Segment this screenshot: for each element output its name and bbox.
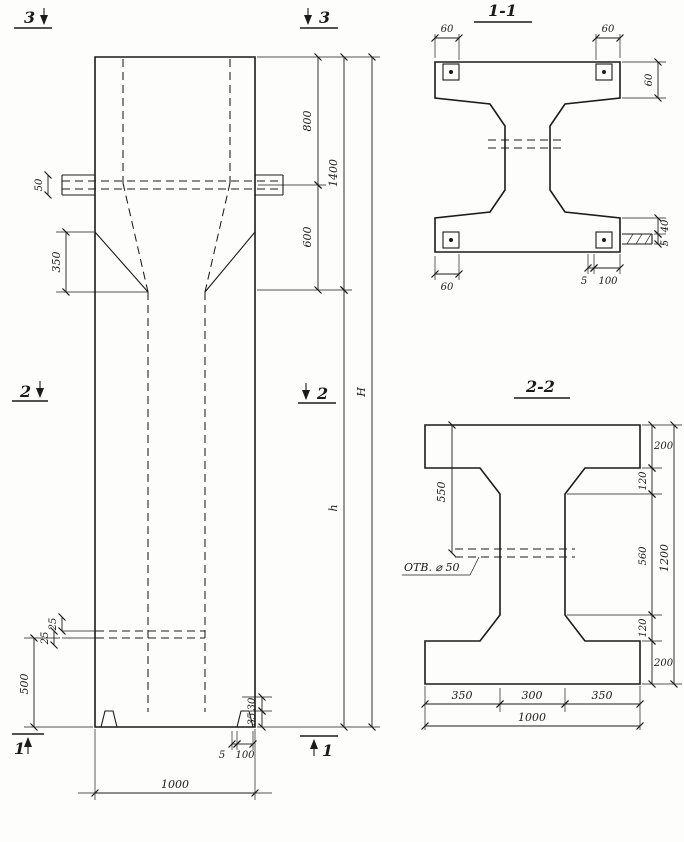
- dim-5-bottom: 5: [581, 276, 587, 287]
- hidden-taper: [204, 182, 231, 293]
- section-2-2-view: 2-2 ОТВ. ⌀ 50 550 200 120 560: [402, 377, 682, 730]
- taper-edge: [204, 231, 256, 293]
- embedded-plate-top-right: [595, 63, 613, 81]
- dim-5-right: 5: [660, 240, 671, 246]
- anchor-dot: [449, 238, 453, 242]
- dim-560: 560: [638, 546, 649, 566]
- elevation-bottom-dim: 1000: [78, 729, 272, 800]
- section-1-1-view: 1-1 60 60: [431, 1, 671, 293]
- dim-h: h: [327, 504, 340, 511]
- dim-350: 350: [50, 252, 63, 273]
- dim-60-top-right: 60: [602, 24, 615, 35]
- dim-200-top: 200: [653, 441, 674, 452]
- dim-5: 5: [219, 750, 225, 761]
- dim-500: 500: [18, 674, 31, 695]
- section-mark-3-left-label: 3: [24, 8, 35, 27]
- dim-H: H: [355, 387, 368, 398]
- anchor-dot: [602, 238, 606, 242]
- dim-30: 30: [247, 697, 258, 710]
- column-outline: [94, 56, 256, 728]
- section-2-2-right-dims: 200 120 560 120 200 1200: [567, 421, 682, 688]
- hole-label: ОТВ. ⌀ 50: [404, 561, 460, 574]
- elevation-right-dims: 800 600 1400 h H: [257, 53, 380, 731]
- section-2-2-bottom-dims: 350 300 350 1000: [421, 686, 644, 730]
- section-mark-2-right-label: 2: [316, 384, 328, 403]
- section-mark-3-right-label: 3: [319, 8, 330, 27]
- section-2-2-outline: [424, 424, 641, 685]
- dim-120-top: 120: [638, 471, 649, 491]
- dim-120-bottom: 120: [638, 618, 649, 638]
- hole-line: [62, 630, 96, 639]
- dim-600: 600: [301, 227, 314, 248]
- dim-300: 300: [522, 689, 543, 702]
- hole-line-hidden: [488, 139, 562, 149]
- dim-100-bottom: 100: [598, 276, 618, 287]
- section-mark-2: 2 2: [12, 381, 336, 404]
- section-1-1-title: 1-1: [488, 1, 517, 20]
- dim-800: 800: [301, 111, 314, 132]
- embedded-plate-bottom-left: [442, 231, 460, 249]
- dim-1400: 1400: [327, 159, 340, 187]
- dim-350-left: 350: [452, 689, 473, 702]
- column-foot-left: [100, 710, 118, 728]
- section-mark-1-left-label: 1: [14, 739, 25, 758]
- taper-edge: [94, 231, 149, 293]
- embedded-plate-bottom-right: [595, 231, 613, 249]
- dim-1000: 1000: [161, 778, 189, 791]
- dim-200-bottom: 200: [653, 658, 674, 669]
- column-foot-right: [236, 710, 254, 728]
- section-1-1-dims: 60 60 60 60 5 100 40: [431, 24, 671, 293]
- elevation-view: 3 3 2 2 1 1 50: [12, 8, 380, 800]
- dim-50: 50: [34, 178, 45, 191]
- section-mark-2-left-label: 2: [19, 382, 31, 401]
- section-mark-1-right-label: 1: [322, 741, 333, 760]
- dim-60-right: 60: [644, 73, 655, 86]
- dim-35: 35: [247, 713, 258, 726]
- hole-line-hidden: [455, 548, 575, 558]
- dim-60-top-left: 60: [441, 24, 454, 35]
- dim-550: 550: [435, 482, 448, 503]
- elevation-left-dims: 50 350 25 25 500: [18, 171, 148, 731]
- ledge-tab-left: [61, 174, 95, 196]
- section-2-2-title: 2-2: [525, 377, 555, 396]
- section-mark-1: 1 1: [12, 733, 338, 760]
- dim-1200: 1200: [658, 544, 671, 572]
- hole-callout: ОТВ. ⌀ 50: [402, 556, 480, 576]
- section-1-1-outline: [434, 61, 621, 253]
- embedded-plate-top-left: [442, 63, 460, 81]
- dim-350-right: 350: [592, 689, 613, 702]
- dim-25-b: 25: [40, 632, 51, 646]
- section-mark-3: 3 3: [14, 8, 338, 29]
- dim-100: 100: [235, 750, 255, 761]
- hole-line-hidden: [96, 630, 205, 639]
- dim-25-a: 25: [48, 618, 59, 632]
- plate-side-view: [622, 233, 653, 245]
- dim-60-bottom-left: 60: [441, 282, 454, 293]
- anchor-dot: [449, 70, 453, 74]
- hidden-taper: [122, 182, 149, 293]
- anchor-dot: [602, 70, 606, 74]
- foot-dims: 30 35 5 100: [219, 693, 272, 761]
- dim-1000-section: 1000: [518, 711, 546, 724]
- dim-40-right: 40: [660, 219, 671, 233]
